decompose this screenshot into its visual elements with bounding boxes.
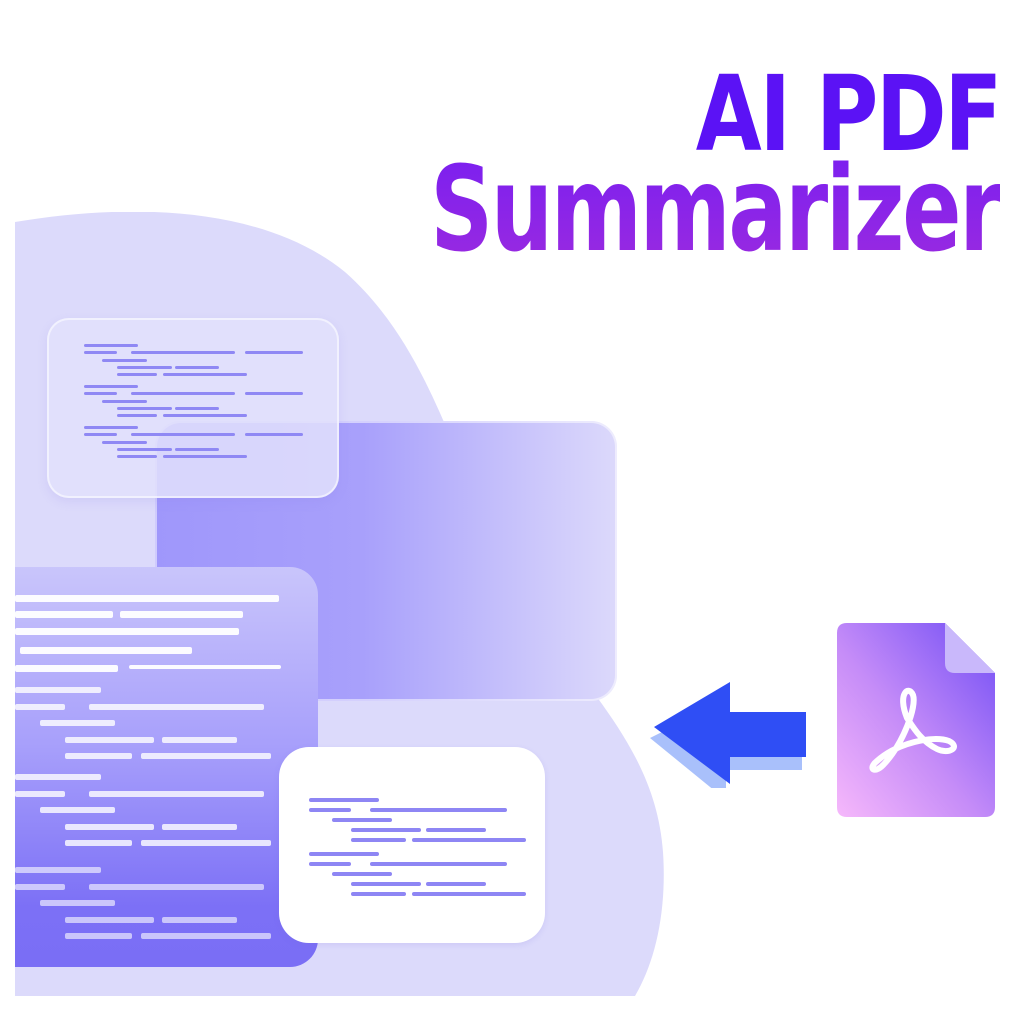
summary-card-result: [279, 747, 545, 943]
title-line-1: AI PDF: [695, 53, 1003, 175]
title-line-2: Summarizer: [430, 140, 1002, 278]
document-card-left: [15, 567, 318, 967]
pdf-file-icon: [837, 623, 995, 817]
acrobat-logo-icon: [869, 687, 957, 773]
summary-card-top: [47, 318, 339, 498]
arrow-left-icon: [650, 682, 806, 788]
